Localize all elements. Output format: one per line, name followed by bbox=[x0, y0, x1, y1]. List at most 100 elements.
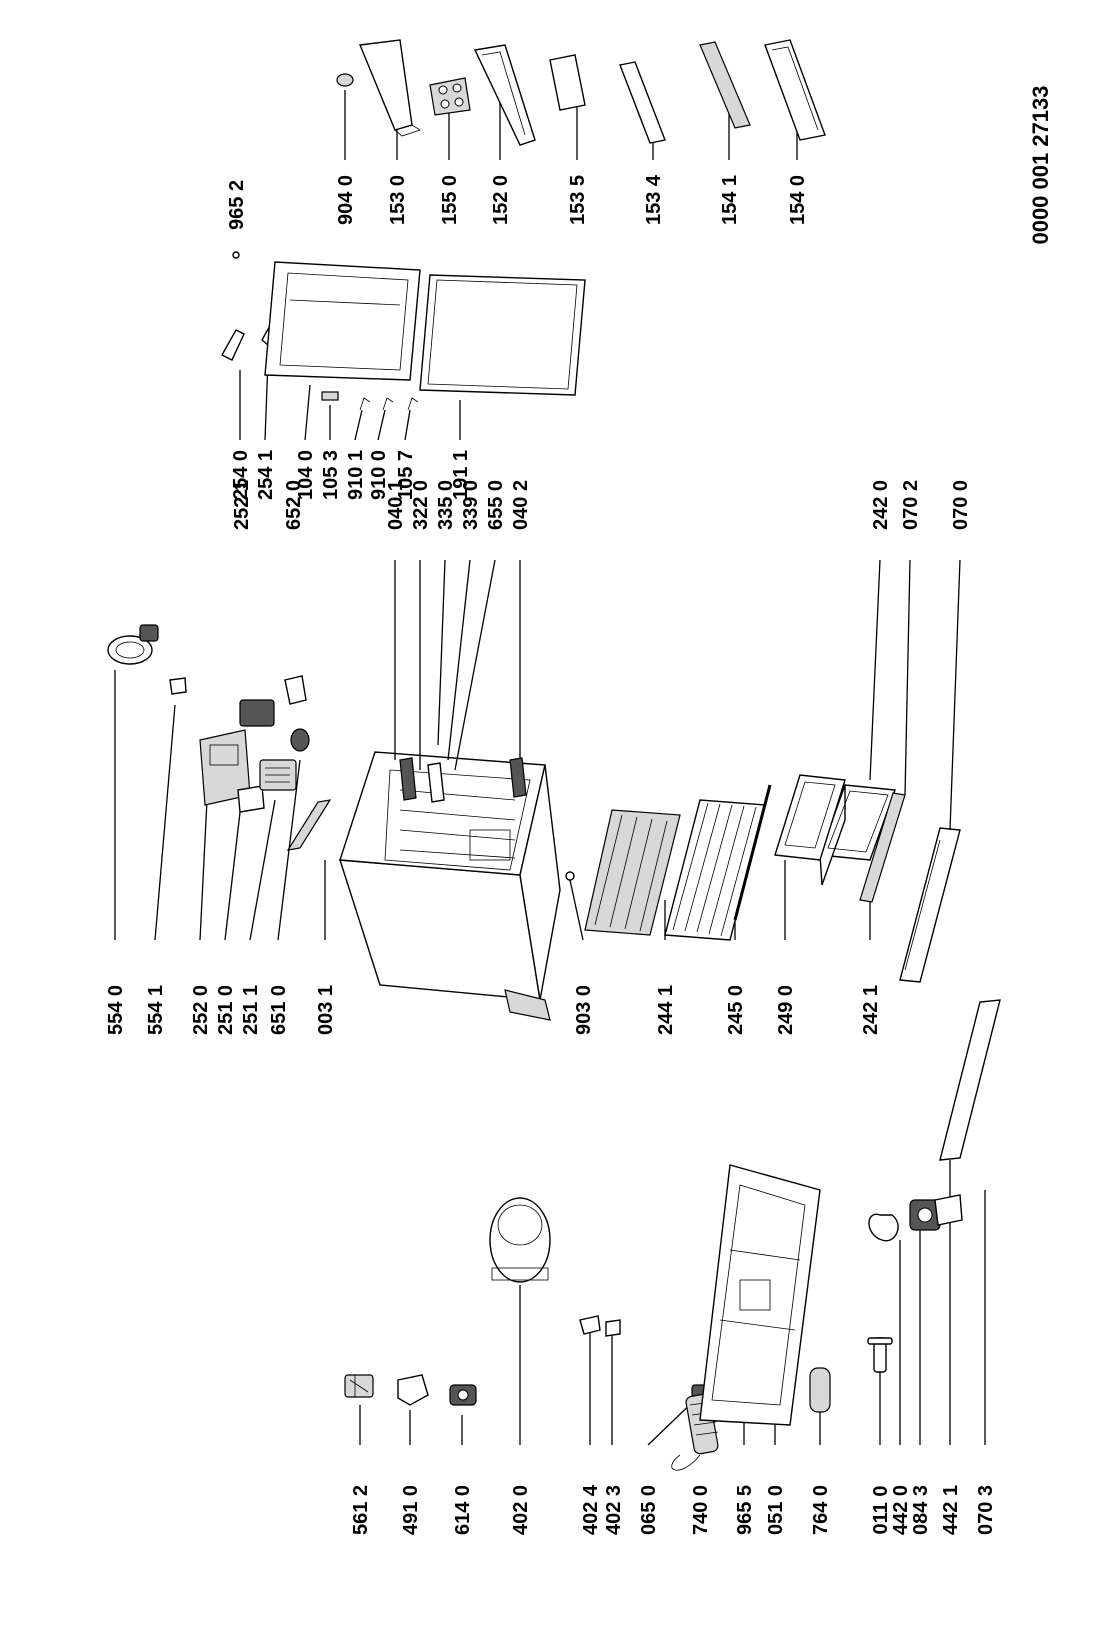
label-1535: 153 5 bbox=[567, 175, 589, 225]
part-cabinet-body bbox=[339, 751, 561, 1021]
part-1541-rail bbox=[699, 41, 751, 129]
part-0703-rail bbox=[939, 999, 1001, 1161]
part-6510-knob bbox=[290, 728, 310, 752]
label-9030: 903 0 bbox=[573, 985, 595, 1035]
label-2450: 245 0 bbox=[725, 985, 747, 1035]
label-1530: 153 0 bbox=[387, 175, 409, 225]
part-0110-bolt bbox=[867, 1337, 893, 1373]
label-9040: 904 0 bbox=[335, 175, 357, 225]
label-0843: 084 3 bbox=[910, 1485, 932, 1535]
label-6140: 614 0 bbox=[452, 1485, 474, 1535]
part-4023-clip bbox=[605, 1319, 621, 1337]
part-0700-rail bbox=[899, 827, 961, 983]
part-2490-trim bbox=[733, 784, 772, 921]
label-2441: 244 1 bbox=[655, 985, 677, 1035]
group-door bbox=[221, 251, 586, 441]
label-4910: 491 0 bbox=[400, 1485, 422, 1535]
label-2421: 242 1 bbox=[860, 985, 882, 1035]
part-0031-strip bbox=[286, 799, 332, 851]
part-6140-thermostat bbox=[449, 1384, 477, 1406]
label-0703: 070 3 bbox=[975, 1485, 997, 1535]
label-2511: 251 1 bbox=[240, 985, 262, 1035]
part-1057-pin bbox=[407, 397, 419, 411]
label-9101: 910 1 bbox=[345, 450, 367, 500]
part-2420-crisper-lid bbox=[774, 774, 846, 861]
part-1911-door-gasket bbox=[419, 274, 586, 396]
label-2520: 252 0 bbox=[190, 985, 212, 1035]
label-2541: 254 1 bbox=[255, 450, 277, 500]
part-1530-shelf bbox=[359, 39, 421, 137]
part-5540-lamp-housing bbox=[107, 624, 159, 665]
label-group: 561 2 491 0 614 0 402 0 402 4 402 3 065 … bbox=[105, 85, 1053, 1535]
label-1040: 104 0 bbox=[295, 450, 317, 500]
label-0110: 011 0 bbox=[870, 1486, 892, 1535]
label-1520: 152 0 bbox=[490, 175, 512, 225]
label-1550: 155 0 bbox=[439, 175, 461, 225]
part-5612-relay bbox=[344, 1374, 374, 1398]
group-door-shelves bbox=[336, 39, 826, 160]
part-4420-fan-blade bbox=[868, 1213, 899, 1242]
part-1540-bottle-shelf bbox=[764, 39, 826, 141]
document-code: 0000 001 27133 bbox=[1028, 85, 1053, 244]
part-3220-hinge-pin bbox=[427, 762, 445, 803]
label-2420: 242 0 bbox=[870, 480, 892, 530]
label-5541: 554 1 bbox=[145, 985, 167, 1035]
part-1520-bottle-shelf bbox=[473, 44, 536, 146]
label-6510: 651 0 bbox=[268, 985, 290, 1035]
part-0843-fan-motor bbox=[909, 1199, 941, 1231]
label-5612: 561 2 bbox=[350, 1485, 372, 1535]
label-4020: 402 0 bbox=[510, 1485, 532, 1535]
group-compressor-base bbox=[344, 999, 1001, 1471]
group-cabinet bbox=[107, 559, 961, 1021]
part-1534-bar bbox=[619, 61, 666, 144]
label-5540: 554 0 bbox=[105, 985, 127, 1035]
label-6550: 655 0 bbox=[485, 480, 507, 530]
label-4420: 442 0 bbox=[890, 1485, 912, 1535]
part-1550-egg-tray bbox=[429, 77, 471, 116]
label-7640: 764 0 bbox=[810, 1485, 832, 1535]
part-2450-wire-shelf bbox=[664, 799, 766, 941]
part-1053-bracket bbox=[321, 391, 339, 401]
label-1540: 154 0 bbox=[787, 175, 809, 225]
label-6520: 652 0 bbox=[283, 480, 305, 530]
part-4910-cover bbox=[397, 1374, 429, 1406]
label-4421: 442 1 bbox=[940, 1485, 962, 1535]
label-2540: 254 0 bbox=[230, 450, 252, 500]
part-1040-door-panel bbox=[264, 261, 421, 381]
part-2510-lever bbox=[237, 785, 265, 813]
label-1541: 154 1 bbox=[719, 175, 741, 225]
label-3220: 322 0 bbox=[410, 480, 432, 530]
label-3390: 339 0 bbox=[460, 480, 482, 530]
part-9101-screw bbox=[359, 397, 371, 411]
part-9100-screw bbox=[382, 397, 394, 411]
part-4421-bracket bbox=[934, 1194, 963, 1226]
part-2540-cap bbox=[221, 329, 245, 361]
part-5541-clip bbox=[169, 677, 187, 695]
label-9100: 910 0 bbox=[368, 450, 390, 500]
label-0650: 065 0 bbox=[638, 1485, 660, 1535]
part-2521-panel bbox=[239, 699, 275, 727]
part-2441-shelf bbox=[584, 809, 681, 936]
label-9655: 965 5 bbox=[734, 1485, 756, 1535]
part-9040-cap bbox=[336, 73, 354, 87]
label-1534: 153 4 bbox=[643, 174, 665, 225]
part-4020-compressor bbox=[489, 1197, 551, 1283]
label-2510: 251 0 bbox=[215, 985, 237, 1035]
part-2421-crisper bbox=[819, 784, 896, 886]
part-4024-clip bbox=[579, 1315, 601, 1335]
label-9652: 965 2 bbox=[226, 180, 248, 230]
label-4023: 402 3 bbox=[603, 1485, 625, 1535]
label-7400: 740 0 bbox=[690, 1485, 712, 1535]
part-6520-switch bbox=[284, 675, 307, 705]
label-0700: 070 0 bbox=[950, 480, 972, 530]
part-1535-small-shelf bbox=[549, 54, 586, 111]
label-0510: 051 0 bbox=[765, 1485, 787, 1535]
part-9030-screw bbox=[565, 871, 575, 881]
part-2511-grille bbox=[259, 759, 297, 791]
label-0031: 003 1 bbox=[315, 985, 337, 1035]
label-1053: 105 3 bbox=[320, 450, 342, 500]
label-1911: 191 1 bbox=[450, 450, 472, 500]
part-9652-clip bbox=[232, 251, 240, 259]
part-0510-base-tray bbox=[699, 1164, 821, 1426]
